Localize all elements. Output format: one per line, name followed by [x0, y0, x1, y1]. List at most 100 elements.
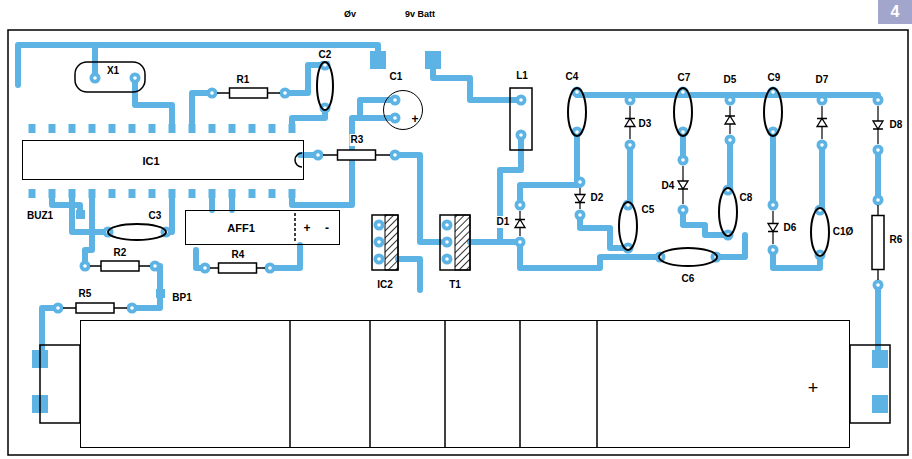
copper-trace: [292, 108, 325, 128]
solder-pad: [280, 88, 291, 99]
solder-pad: [625, 95, 636, 106]
ic-pin: [249, 189, 256, 198]
solder-pad: [678, 155, 689, 166]
drill-hole: [445, 223, 449, 227]
drill-hole: [210, 91, 214, 95]
node-text: +: [808, 379, 819, 397]
solder-pad: [265, 263, 276, 274]
ic-pin: [149, 189, 156, 198]
drill-hole: [445, 257, 449, 261]
component-group: [29, 60, 885, 314]
part-label: C1Ø: [832, 226, 855, 238]
solder-pad: [425, 51, 441, 69]
ic-pin: [69, 124, 76, 133]
capacitor-outline: [619, 202, 637, 250]
drill-hole: [771, 90, 775, 94]
part-label: C4: [565, 71, 580, 83]
drill-hole: [681, 130, 685, 134]
solder-pad: [678, 205, 689, 216]
capacitor-outline: [108, 224, 166, 240]
drill-hole: [820, 143, 824, 147]
solder-pad: [156, 289, 165, 298]
hatched-body: [385, 215, 398, 270]
copper-trace: [398, 259, 420, 290]
drill-hole: [445, 240, 449, 244]
solder-pad: [390, 95, 401, 106]
drill-hole: [728, 138, 732, 142]
ic-pin: [269, 124, 276, 133]
solder-pad: [390, 150, 401, 161]
diode-symbol: [725, 106, 735, 134]
solder-pad: [625, 140, 636, 151]
solder-pad: [130, 73, 141, 84]
diode-body: [625, 119, 635, 127]
ic-pin: [229, 124, 236, 133]
resistor-symbol: [872, 205, 884, 280]
part-label: D5: [723, 74, 738, 86]
drill-hole: [876, 198, 880, 202]
ic-pin: [269, 189, 276, 198]
copper-trace: [18, 45, 878, 352]
diode-body: [515, 220, 525, 228]
ic-pin: [49, 189, 56, 198]
drill-hole: [771, 203, 775, 207]
part-label: R4: [231, 249, 246, 261]
component-outline: [519, 320, 521, 448]
solder-pad: [873, 95, 884, 106]
copper-trace: [470, 239, 520, 245]
diode-symbol: [678, 166, 688, 204]
drill-hole: [728, 98, 732, 102]
terminal-label: Øv: [343, 9, 357, 20]
solder-pad: [575, 177, 586, 188]
copper-trace: [135, 78, 172, 128]
ic-pin: [29, 124, 36, 133]
solder-pad: [313, 150, 324, 161]
drill-hole: [876, 98, 880, 102]
drill-hole: [518, 240, 522, 244]
drill-hole: [377, 223, 381, 227]
battery-body: +: [80, 320, 850, 448]
copper-trace: [773, 250, 820, 268]
copper-trace: [166, 193, 172, 232]
drill-hole: [56, 306, 60, 310]
drill-hole: [575, 90, 579, 94]
part-label: R2: [113, 247, 128, 259]
solder-pad: [873, 195, 884, 206]
drill-hole: [153, 264, 157, 268]
component-outline: [40, 62, 890, 448]
component-outline: [289, 320, 291, 448]
part-label: D7: [815, 74, 830, 86]
component-outline: [444, 320, 446, 448]
drill-hole: [681, 158, 685, 162]
ic-pin: [109, 124, 116, 133]
node-text: +: [411, 113, 418, 125]
capacitor-outline: [719, 188, 737, 236]
capacitor-outline: [674, 88, 692, 136]
part-label: C1: [389, 71, 404, 83]
solder-pad: [873, 280, 884, 291]
drill-hole: [578, 213, 582, 217]
ic-pin: [189, 124, 196, 133]
part-label: IC2: [376, 279, 394, 291]
ic-pin: [229, 189, 236, 198]
drill-hole: [771, 248, 775, 252]
part-label: D4: [661, 180, 676, 192]
part-label: C6: [681, 273, 696, 285]
resistor-body: [76, 303, 114, 313]
display-module: AFF1+-: [185, 210, 340, 245]
copper-trace: [683, 210, 728, 235]
copper-trace: [292, 118, 395, 205]
copper-trace: [770, 132, 776, 205]
ic-pin: [89, 124, 96, 133]
solder-pad: [515, 237, 526, 248]
part-label: C2: [318, 49, 333, 61]
resistor-body: [338, 150, 376, 160]
ic-pin: [89, 189, 96, 198]
ic-pin: [149, 124, 156, 133]
solder-pad: [872, 395, 888, 413]
solder-pad: [873, 145, 884, 156]
ic-pin: [209, 124, 216, 133]
drill-hole: [820, 98, 824, 102]
component-outline: [596, 320, 598, 448]
